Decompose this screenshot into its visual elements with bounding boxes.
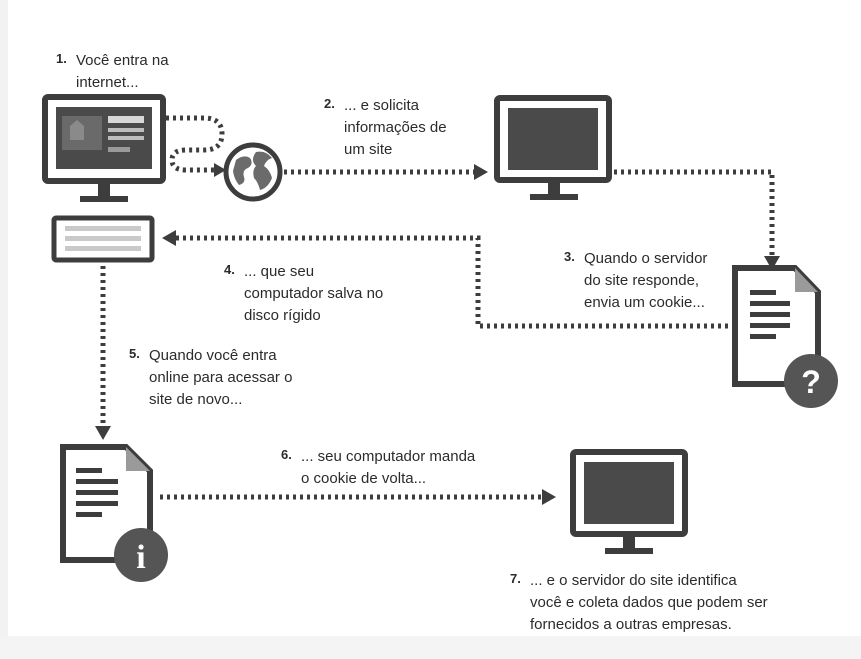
step-5: 5. Quando você entra online para acessar… [129,345,293,411]
arrow-to-globe-icon [214,163,226,177]
left-border [0,0,8,659]
step-5-number: 5. [129,346,140,361]
user-computer-icon [42,94,166,202]
step-4-number: 4. [224,262,235,277]
keyboard-icon [51,215,155,263]
bottom-border [0,636,861,659]
response-line [614,169,775,258]
cookie-document-icon [732,265,821,387]
step-7-text: ... e o servidor do site identifica você… [530,572,768,633]
question-badge-icon: ? [784,354,838,408]
connection-loop [166,115,225,173]
svg-text:i: i [136,539,145,576]
info-badge-icon: i [114,528,168,582]
step-1-text: Você entra na internet... [76,52,169,91]
svg-text:?: ? [801,364,821,400]
arrow-to-keyboard-icon [162,230,176,246]
step-6-text: ... seu computador manda o cookie de vol… [301,448,476,487]
step-2: 2. ... e solicita informações de um site [324,95,447,161]
site-monitor-icon [570,449,688,554]
step-5-text: Quando você entra online para acessar o … [149,347,293,408]
step-3-text: Quando o servidor do site responde, envi… [584,250,708,311]
step-7-number: 7. [510,571,521,586]
arrow-to-info-doc-icon [95,426,111,440]
step-6: 6. ... seu computador manda o cookie de … [281,446,476,490]
server-monitor-icon [494,95,612,200]
step-2-text: ... e solicita informações de um site [344,97,447,158]
arrow-to-site-monitor-icon [542,489,556,505]
step-3: 3. Quando o servidor do site responde, e… [564,248,708,314]
globe-icon [223,142,283,202]
step-7: 7. ... e o servidor do site identifica v… [510,570,768,636]
step-3-number: 3. [564,249,575,264]
step-4: 4. ... que seu computador salva no disco… [224,261,384,327]
step-1: 1. Você entra na internet... [56,50,169,94]
save-cookie-line [176,235,728,329]
step-1-number: 1. [56,51,67,66]
step-6-number: 6. [281,447,292,462]
arrow-to-server-icon [474,164,488,180]
step-2-number: 2. [324,96,335,111]
arrow-to-cookie-icon [764,256,780,270]
step-4-text: ... que seu computador salva no disco rí… [244,263,384,324]
